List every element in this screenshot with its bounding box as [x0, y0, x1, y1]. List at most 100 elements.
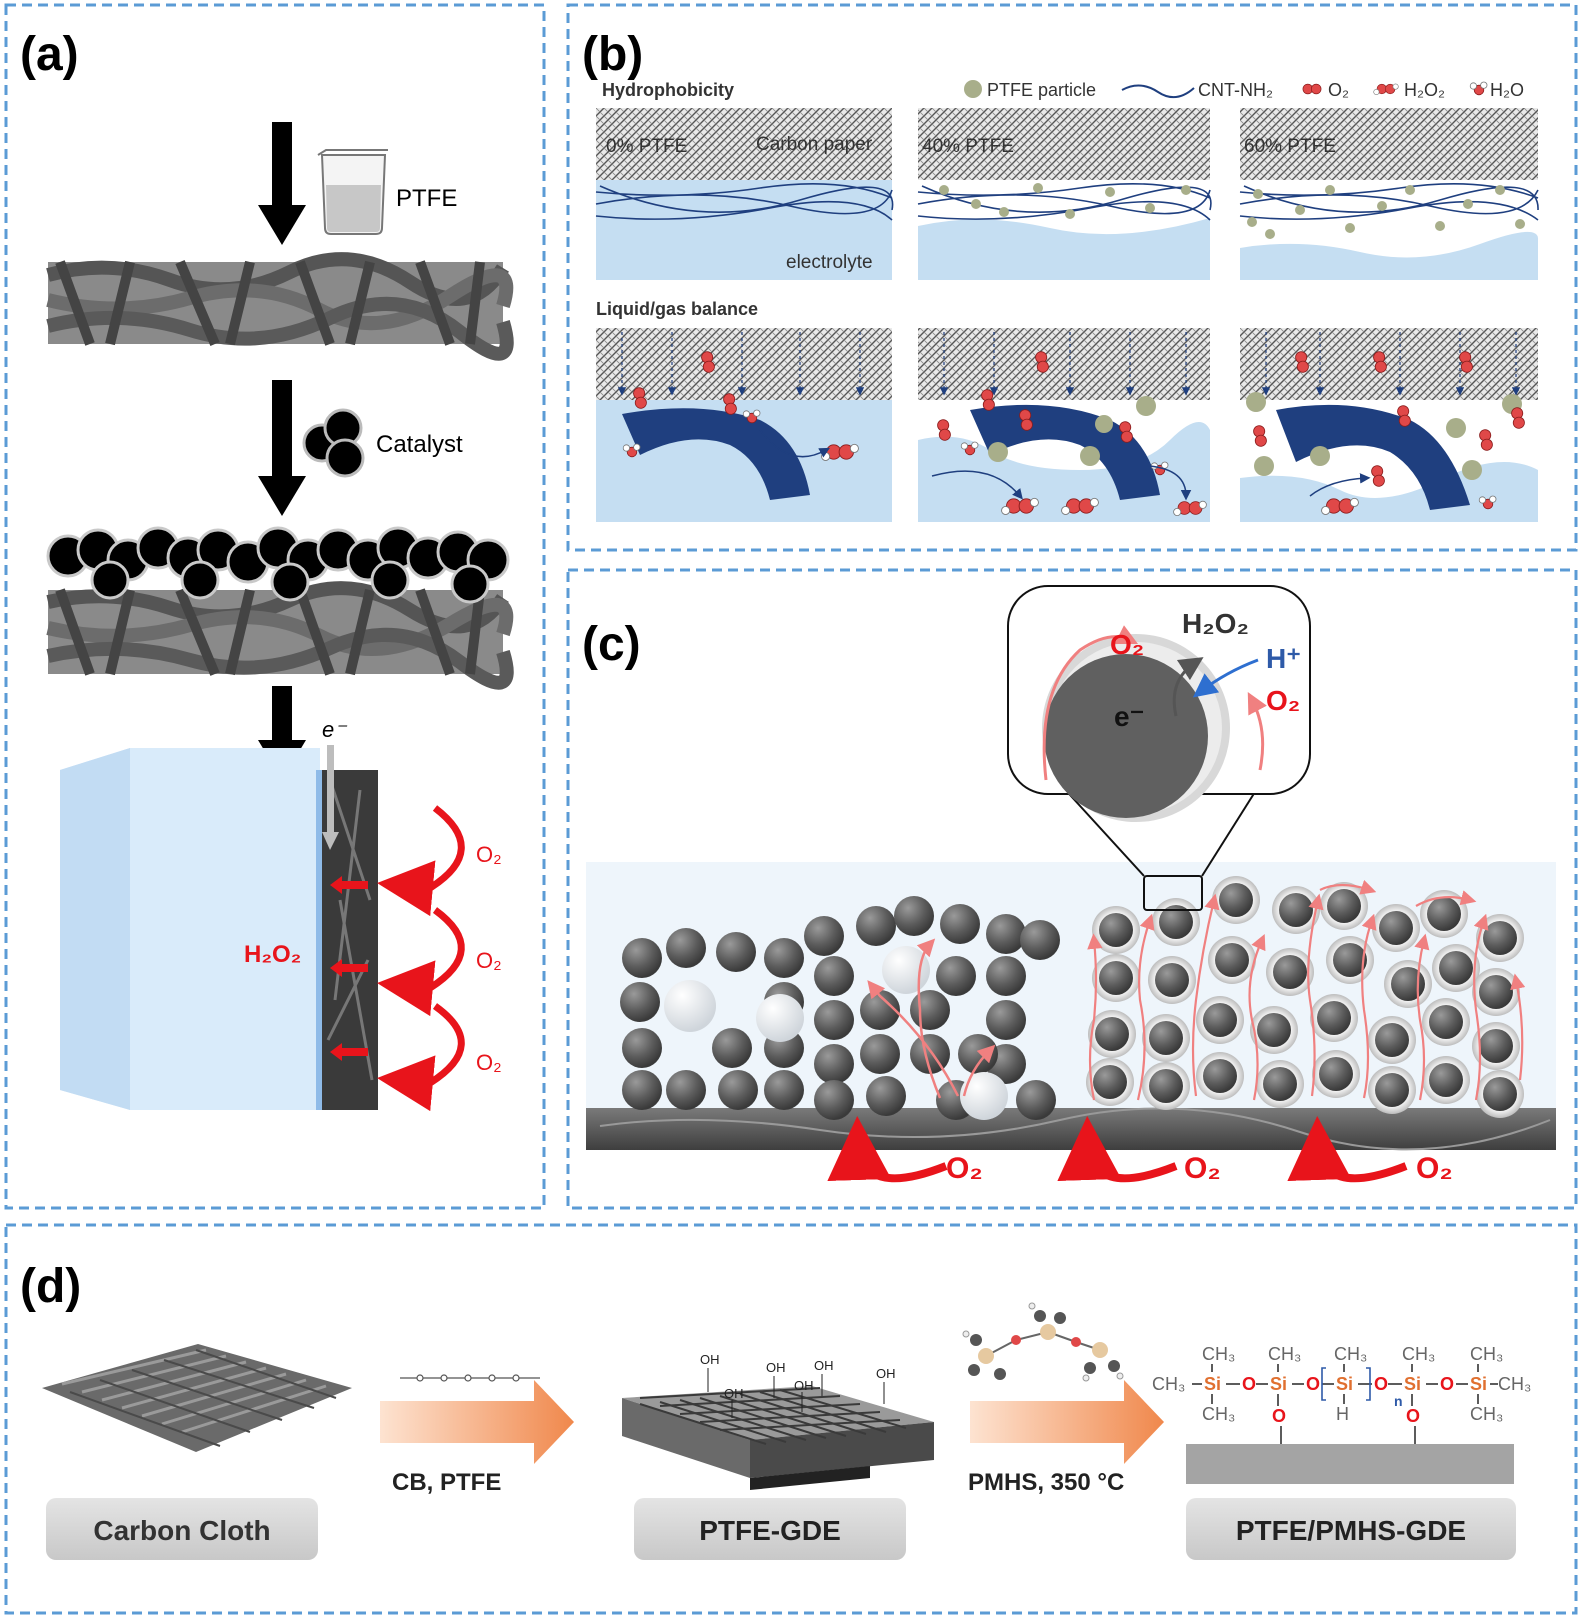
row-title-hydrophobicity: Hydrophobicity [602, 80, 734, 100]
hydroxyl-groups: OH OH OH OH OH OH [700, 1352, 896, 1418]
legend-ptfe-swatch [964, 80, 982, 98]
oh-label-4: OH [876, 1366, 896, 1381]
catalyst-label: Catalyst [376, 431, 463, 458]
panel-a-border [4, 3, 546, 1210]
panel-a-label: (a) [20, 28, 79, 81]
electrolyte-label: electrolyte [786, 252, 873, 273]
catalyst-particles-icon [302, 408, 365, 478]
ch3-right: CH₃ [1498, 1374, 1531, 1394]
arrow1-label: CB, PTFE [392, 1469, 501, 1496]
o-anchor-1: O [1272, 1406, 1286, 1426]
legend-h2o: H₂O [1490, 80, 1524, 100]
o2-supply-arrows [827, 1116, 1408, 1183]
process-arrow-1 [258, 122, 306, 245]
beaker-icon [317, 149, 388, 235]
o2-supply-label-1: O₂ [946, 1152, 983, 1185]
o-2: O [1306, 1374, 1320, 1394]
step2-box: PTFE-GDE [634, 1498, 906, 1560]
oh-label-2: OH [766, 1360, 786, 1375]
inset-o2-left-label: O₂ [1110, 629, 1144, 660]
legend-h2o2-swatch [1373, 83, 1399, 95]
oh-label-6: OH [724, 1386, 744, 1401]
electron-arrow [322, 745, 339, 850]
o2-curved-arrows [377, 805, 465, 1112]
ch3-top-5: CH₃ [1470, 1344, 1503, 1364]
inset-electron-label: e⁻ [1114, 701, 1144, 732]
panel-d-label: (d) [20, 1260, 81, 1313]
column-label-0: 0% PTFE [606, 136, 687, 157]
legend-cnt: CNT-NH₂ [1198, 80, 1273, 100]
coated-particles [1086, 876, 1526, 1118]
zoom-inset: H₂O₂ H⁺ O₂ O₂ e⁻ [1007, 585, 1311, 822]
electron-label: e⁻ [322, 717, 348, 742]
panel-c-border [566, 568, 1578, 1210]
hydrophobicity-60-ptfe [1239, 108, 1539, 280]
column-label-1: 40% PTFE [922, 136, 1014, 157]
panel-c: (c) [582, 585, 1556, 1185]
arrow2-label: PMHS, 350 °C [968, 1469, 1124, 1496]
ch3-top-2: CH₃ [1268, 1344, 1301, 1364]
o2-label-3: O₂ [476, 1050, 502, 1075]
o-3: O [1374, 1374, 1388, 1394]
si-2: Si [1270, 1374, 1287, 1394]
ptfe-label: PTFE [396, 185, 457, 212]
pmhs-molecule-icon [962, 1302, 1124, 1382]
ch3-bottom-1: CH₃ [1202, 1404, 1235, 1424]
inset-hplus-label: H⁺ [1266, 643, 1301, 674]
si-3: Si [1336, 1374, 1353, 1394]
step3-label: PTFE/PMHS-GDE [1236, 1515, 1466, 1546]
carbon-cloth-layer-2 [46, 581, 514, 690]
oh-label-1: OH [700, 1352, 720, 1367]
step3-box: PTFE/PMHS-GDE [1186, 1498, 1516, 1560]
si-4: Si [1404, 1374, 1421, 1394]
balance-0-ptfe [596, 328, 892, 522]
o2-supply-label-3: O₂ [1416, 1152, 1453, 1185]
step2-label: PTFE-GDE [699, 1515, 841, 1546]
carbon-cloth-layer-1 [46, 252, 514, 361]
carbon-cloth-illustration [42, 1344, 352, 1452]
hydrophobicity-40-ptfe [917, 108, 1212, 280]
balance-40-ptfe [918, 328, 1210, 522]
substrate-layer [586, 1108, 1556, 1150]
o-4: O [1440, 1374, 1454, 1394]
si-5: Si [1470, 1374, 1487, 1394]
oh-label-5: OH [794, 1378, 814, 1393]
o2-label-1: O₂ [476, 842, 502, 867]
panel-c-label: (c) [582, 618, 641, 671]
h2o2-label: H₂O₂ [244, 941, 301, 968]
legend-ptfe: PTFE particle [987, 80, 1096, 100]
row-title-liquid-gas: Liquid/gas balance [596, 299, 758, 319]
panel-d-border [4, 1223, 1578, 1615]
oh-label-3: OH [814, 1358, 834, 1373]
panel-b-border [566, 3, 1578, 552]
panel-b: (b) Hydrophobicity Liquid/gas balance PT… [582, 28, 1539, 522]
legend-h2o-swatch [1469, 81, 1488, 96]
o2-supply-label-2: O₂ [1184, 1152, 1221, 1185]
panel-b-label: (b) [582, 28, 643, 81]
legend-o2-swatch [1302, 83, 1322, 95]
zoom-region [1143, 875, 1203, 911]
ch3-top-3: CH₃ [1334, 1344, 1367, 1364]
ch3-top-1: CH₃ [1202, 1344, 1235, 1364]
catalyst-layer [46, 526, 510, 604]
pmhs-structure: CH₃ CH₃ CH₃ CH₃ CH₃ CH₃ CH₃ CH₃ CH₃ H Si… [1152, 1344, 1531, 1484]
legend-cnt-swatch [1121, 84, 1195, 99]
inset-o2-right-label: O₂ [1266, 685, 1300, 716]
o2-label-2: O₂ [476, 948, 502, 973]
process-arrow-2 [258, 380, 306, 516]
legend-h2o2: H₂O₂ [1404, 80, 1445, 100]
ch3-top-4: CH₃ [1402, 1344, 1435, 1364]
inset-h2o2-label: H₂O₂ [1182, 608, 1249, 639]
ch3-left: CH₃ [1152, 1374, 1185, 1394]
uncoated-particles [620, 896, 1060, 1120]
panel-a: (a) PTFE Catal [20, 28, 514, 1112]
balance-60-ptfe [1240, 328, 1538, 522]
h2o2-arrows [330, 876, 368, 1061]
ch3-bottom-2: CH₃ [1470, 1404, 1503, 1424]
hydrophobicity-0-ptfe [595, 108, 894, 280]
h-bottom: H [1336, 1404, 1349, 1424]
repeat-n: n [1394, 1393, 1403, 1409]
o-1: O [1242, 1374, 1256, 1394]
o-anchor-2: O [1406, 1406, 1420, 1426]
